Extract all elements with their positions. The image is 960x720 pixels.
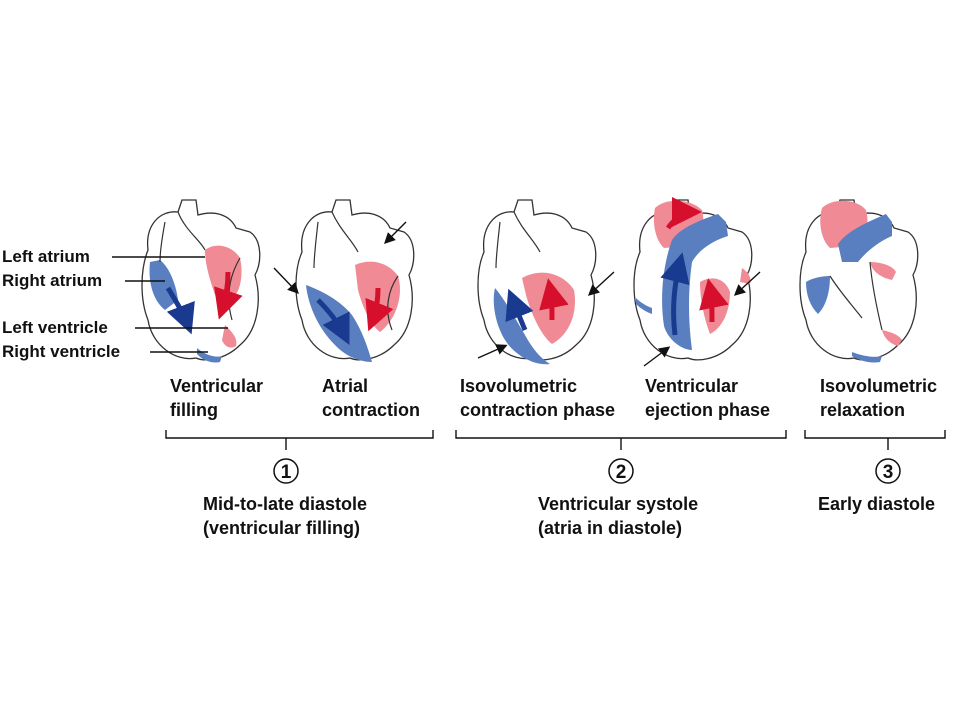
stage-3-caption-line1: Early diastole (818, 494, 935, 514)
ejection-pointer-right (733, 271, 761, 296)
stage-3-number-circle (875, 458, 901, 484)
stage-1-number-circle (273, 458, 299, 484)
phase-caption-3-line1: Isovolumetric (460, 376, 577, 396)
phase-caption-5-line2: relaxation (820, 400, 905, 420)
structure-labels: Left atrium Right atrium Left ventricle … (2, 247, 228, 361)
atrium-contraction-pointer-right (384, 221, 407, 244)
stage-2-caption-line1: Ventricular systole (538, 494, 698, 514)
phase-captions: Ventricular filling Atrial contraction I… (170, 376, 937, 420)
label-right-atrium: Right atrium (2, 271, 102, 290)
stage-2-number-circle (608, 458, 634, 484)
heart-ventricular-filling (141, 199, 261, 363)
stage-3: 3 Early diastole (818, 458, 935, 514)
phase-caption-4-line1: Ventricular (645, 376, 738, 396)
phase-caption-1-line2: filling (170, 400, 218, 420)
phase-caption-1-line1: Ventricular (170, 376, 263, 396)
heart-ventricular-ejection (633, 197, 761, 367)
stage-1-number: 1 (281, 462, 292, 483)
phase-caption-2-line1: Atrial (322, 376, 368, 396)
pulmonary-trunk-blood (662, 214, 728, 350)
stage-1-caption-line1: Mid-to-late diastole (203, 494, 367, 514)
brackets (165, 430, 946, 450)
stage-1-caption-line2: (ventricular filling) (203, 518, 360, 538)
bracket-stage-1 (165, 430, 434, 450)
stage-2-number: 2 (616, 462, 627, 483)
bracket-stage-3 (804, 430, 946, 450)
stage-2: 2 Ventricular systole (atria in diastole… (538, 458, 698, 538)
heart-isovolumetric-contraction (477, 199, 615, 365)
atrium-contraction-pointer-left (273, 267, 299, 295)
stage-2-caption-line2: (atria in diastole) (538, 518, 682, 538)
phase-caption-2-line2: contraction (322, 400, 420, 420)
bracket-stage-2 (455, 430, 787, 450)
stage-1: 1 Mid-to-late diastole (ventricular fill… (203, 458, 367, 538)
label-right-ventricle: Right ventricle (2, 342, 120, 361)
heart-atrial-contraction (273, 199, 415, 362)
stage-3-number: 3 (883, 462, 894, 483)
phase-caption-4-line2: ejection phase (645, 400, 770, 420)
phase-caption-3-line2: contraction phase (460, 400, 615, 420)
label-left-atrium: Left atrium (2, 247, 90, 266)
heart-isovolumetric-relaxation (799, 199, 919, 363)
phase-caption-5-line1: Isovolumetric (820, 376, 937, 396)
ventricle-contraction-pointer-left (477, 344, 508, 359)
ejection-pointer-left (643, 346, 671, 367)
pulmonary-trunk-blood (838, 214, 892, 262)
label-left-ventricle: Left ventricle (2, 318, 108, 337)
ventricle-contraction-pointer-right (587, 271, 615, 296)
